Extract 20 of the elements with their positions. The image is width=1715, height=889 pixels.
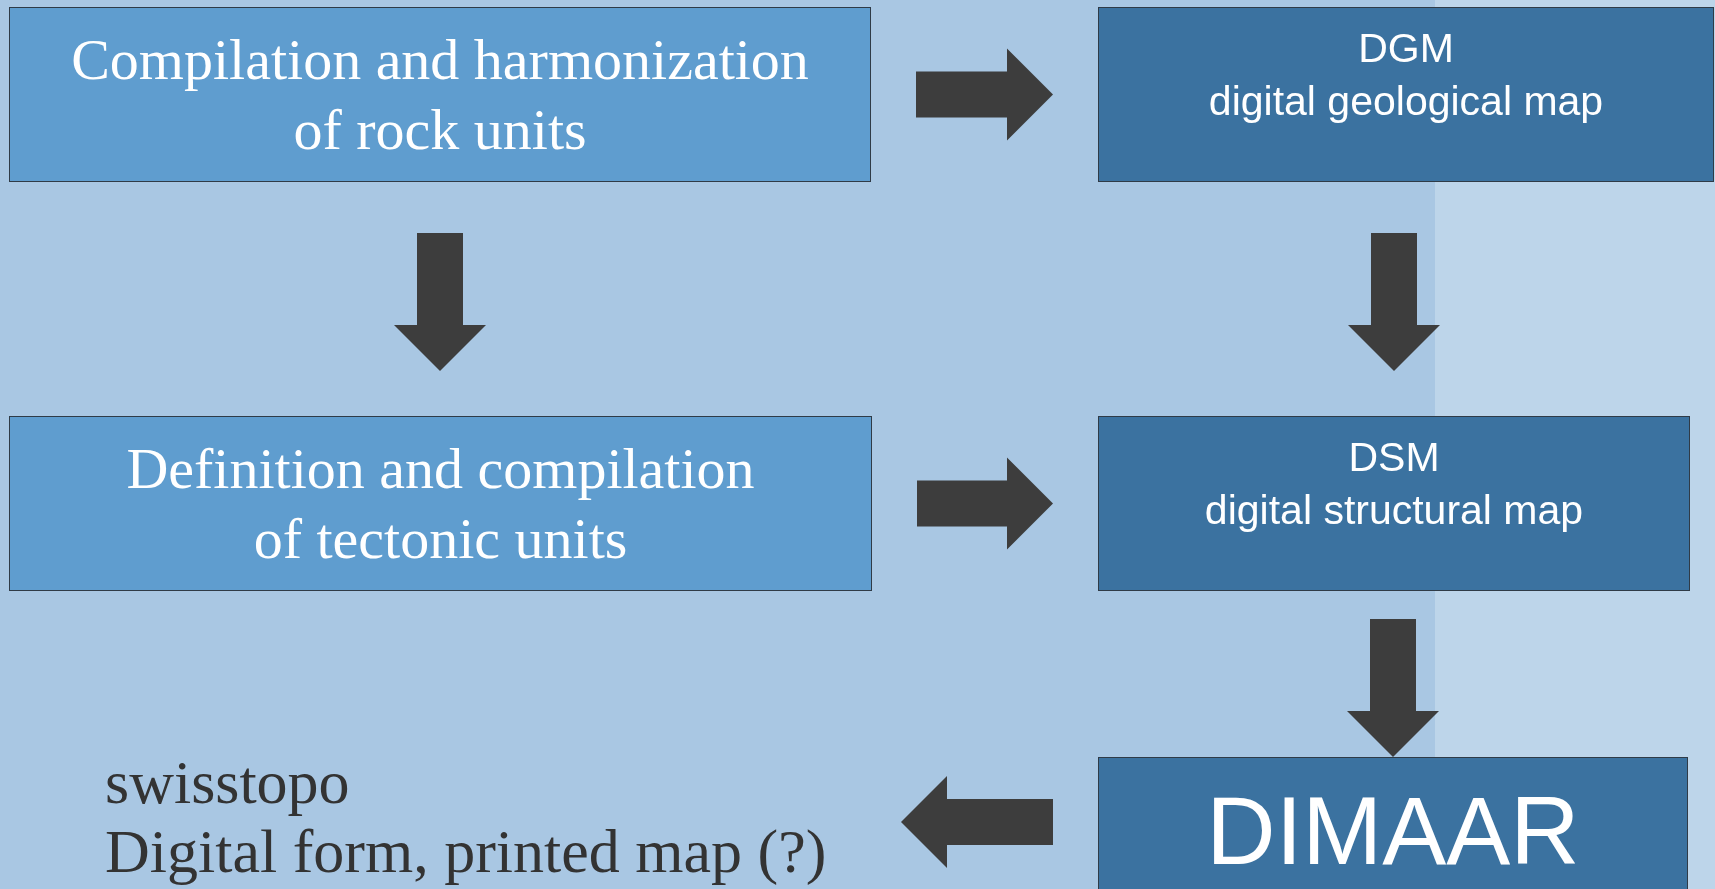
box-label: digital structural map [1204,486,1584,536]
process-box [9,416,872,591]
block-arrow [917,457,1053,550]
box-heading: DSM [1348,433,1440,482]
box-label: Definition and compilation of tectonic units [125,434,756,573]
output-label: Digital form, printed map (?) [105,817,827,887]
block-arrow [394,233,486,371]
process-box [1098,757,1688,889]
box-label: DIMAAR [1206,776,1580,886]
block-arrow [1347,619,1439,757]
process-box [9,7,871,182]
box-label: Compilation and harmonization of rock units [70,25,810,164]
block-arrow [1348,233,1440,371]
process-box [1098,416,1690,591]
block-arrow [916,48,1053,141]
box-label: digital geological map [1208,77,1604,127]
box-heading: DGM [1358,24,1454,73]
block-arrow [901,776,1053,868]
output-label: swisstopo [105,748,350,818]
process-box [1098,7,1714,182]
